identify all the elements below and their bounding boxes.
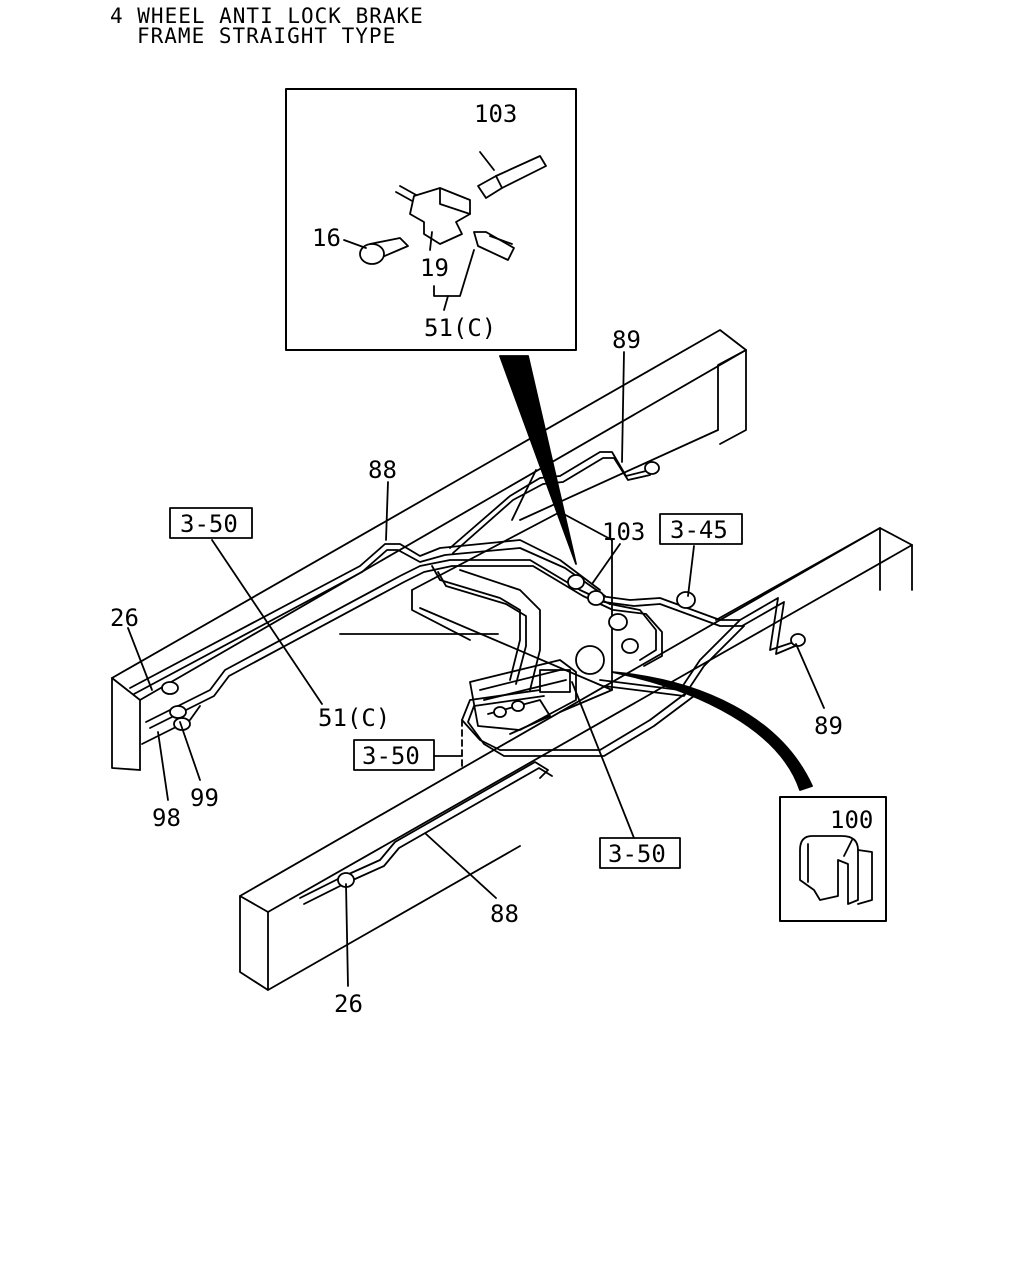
- ref-3-45: 3-45: [670, 516, 728, 544]
- ref-box-3-45: [659, 513, 743, 545]
- callout-51c-main: 51(C): [318, 704, 390, 732]
- callout-89-top: 89: [612, 326, 641, 354]
- callout-103-inset: 103: [474, 100, 517, 128]
- fitting-99: [169, 705, 187, 719]
- title-line-2: FRAME STRAIGHT TYPE: [137, 24, 397, 48]
- callout-89-right: 89: [814, 712, 843, 740]
- ref-3-50-a: 3-50: [180, 510, 238, 538]
- callout-19: 19: [420, 254, 449, 282]
- callout-88-top: 88: [368, 456, 397, 484]
- callout-26-left: 26: [110, 604, 139, 632]
- upper-frame-rail: [111, 329, 747, 771]
- ref-box-3-50-c: [599, 837, 681, 869]
- callout-103-main: 103: [602, 518, 645, 546]
- callout-26-bottom: 26: [334, 990, 363, 1018]
- inset-detail: [285, 88, 577, 351]
- title-line-1: 4 WHEEL ANTI LOCK BRAKE: [110, 4, 424, 28]
- callout-99: 99: [190, 784, 219, 812]
- labels: 103 16 19 51(C) 89 88 103 26 51(C) 99 98…: [110, 100, 873, 1018]
- ref-3-50-c: 3-50: [608, 840, 666, 868]
- ref-box-3-50-a: [169, 507, 253, 539]
- fittings: [161, 461, 806, 888]
- callout-98: 98: [152, 804, 181, 832]
- ref-3-50-b: 3-50: [362, 742, 420, 770]
- brake-pipes: [129, 451, 801, 905]
- inset-100: [779, 796, 887, 922]
- callout-100: 100: [830, 806, 873, 834]
- inset-100-pointer: [611, 671, 813, 791]
- inset-pointer-wedge: [499, 355, 577, 565]
- fitting-89-right: [790, 633, 806, 647]
- callout-16: 16: [312, 224, 341, 252]
- fitting-89-top: [644, 461, 660, 475]
- fitting-26-upper: [161, 681, 179, 695]
- callout-51c-inset: 51(C): [424, 314, 496, 342]
- ref-box-3-50-b: [353, 739, 435, 771]
- leader-lines: [127, 351, 825, 987]
- fitting-103-main: [567, 574, 585, 590]
- callout-88-bottom: 88: [490, 900, 519, 928]
- fitting-3-45: [676, 591, 696, 609]
